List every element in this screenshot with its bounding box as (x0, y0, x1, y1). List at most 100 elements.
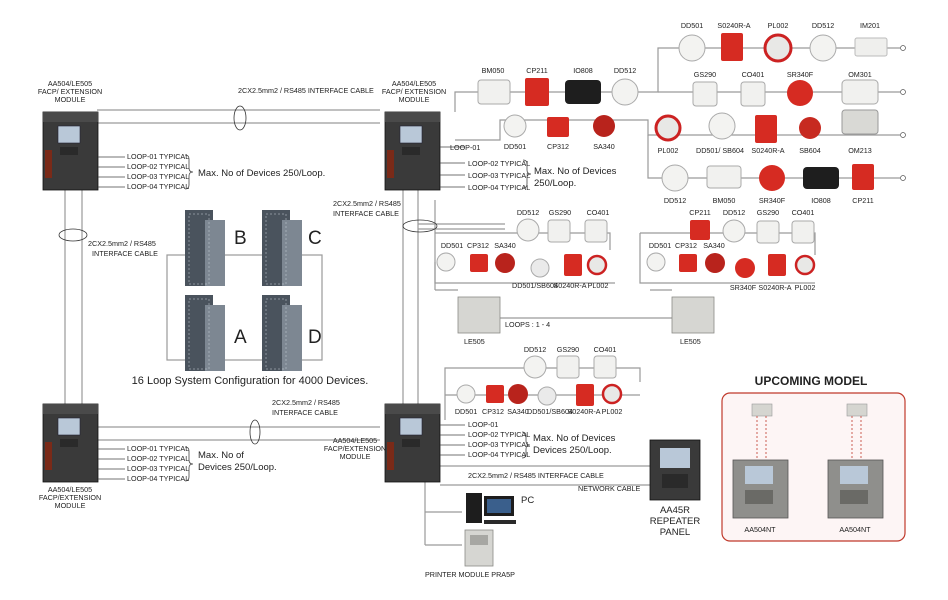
backbone-wires (64, 109, 700, 546)
loop-label: LOOP-01 TYPICAL (127, 444, 189, 453)
building-label-a: A (234, 327, 247, 348)
sounder-strobe-icon (755, 115, 777, 143)
panel-tr-sub2: MODULE (399, 95, 430, 104)
device-label: BM050 (482, 66, 505, 75)
device-label: GS290 (757, 208, 779, 217)
sounder-strobe-icon (768, 254, 786, 276)
flasher-icon (586, 254, 608, 276)
device-label: DD512 (524, 345, 546, 354)
device-label: CP312 (547, 142, 569, 151)
cable-label: 2CX2.5mm2 / RS485 (88, 239, 156, 248)
device-label: CP312 (467, 241, 489, 250)
device-label: CP211 (852, 196, 873, 205)
device-upper-left: BM050 CP211 IO808 DD512 DD501 CP312 SA34… (477, 66, 639, 151)
loop-label: LOOP-03 TYPICAL (468, 171, 530, 180)
device-label: DD501 (504, 142, 526, 151)
gas-detector-icon (556, 355, 580, 379)
device-label: DD501 (681, 21, 703, 30)
loop-label: LOOP-03 TYPICAL (468, 440, 530, 449)
pc-icon (466, 493, 516, 524)
gas-detector-icon (692, 81, 718, 107)
device-label: DD512 (664, 196, 686, 205)
device-label: DD501 (649, 241, 671, 250)
device-label: DD512 (812, 21, 834, 30)
sounder-icon (705, 253, 725, 273)
device-label: DD512 (723, 208, 745, 217)
flasher-icon (601, 383, 623, 405)
loops-bottom-left: LOOP-01 TYPICAL LOOP-02 TYPICAL LOOP-03 … (98, 444, 277, 483)
device-label: BM050 (713, 196, 736, 205)
device-row-bottom: DD512 BM050 SR340F IO808 CP211 (661, 164, 874, 205)
device-label: SA340 (494, 241, 516, 250)
smoke-detector-icon (537, 386, 557, 406)
lower-cluster-devices: DD512 GS290 CO401 DD501 CP312 SA340 DD50… (455, 345, 623, 416)
pc-label: PC (521, 495, 534, 506)
device-label: GS290 (557, 345, 579, 354)
smoke-detector-icon (661, 164, 689, 192)
panel-tl-sub1: FACP/ EXTENSION (38, 87, 102, 96)
upcoming-panels (732, 403, 884, 519)
facp-panel-bottom-left (42, 403, 99, 483)
loop-label: LOOP-04 TYPICAL (468, 450, 530, 459)
building-label-c: C (308, 228, 322, 249)
device-label: CP312 (675, 241, 697, 250)
upcoming-model-left: AA504NT (744, 525, 776, 534)
smoke-detector-icon (611, 78, 639, 106)
call-point-icon (486, 385, 504, 403)
loops-top-left: LOOP-01 TYPICAL LOOP-02 TYPICAL LOOP-03 … (98, 152, 325, 191)
cable-label: 2CX2.5mm2 / RS485 (333, 199, 401, 208)
repeater-label-3: PANEL (660, 527, 690, 538)
panel-br-sub1: FACP/EXTENSION (324, 444, 386, 453)
gas-detector-icon (756, 220, 780, 244)
repeater-panel-icon (649, 439, 701, 501)
device-label: CO401 (742, 70, 765, 79)
smoke-detector-icon (678, 34, 706, 62)
device-label: IO808 (573, 66, 593, 75)
le505-left-label: LE505 (464, 337, 485, 346)
smoke-detector-icon (722, 219, 746, 243)
building-label-d: D (308, 327, 322, 348)
device-label: DD501/ SB604 (696, 146, 744, 155)
device-label: CP211 (526, 66, 547, 75)
max-devices-label: Devices 250/Loop. (198, 462, 277, 473)
printer-label: PRINTER MODULE PRA5P (425, 570, 515, 579)
loop-label: LOOP-02 TYPICAL (127, 454, 189, 463)
sounder-strobe-icon (576, 384, 594, 406)
loop-label: LOOP-03 TYPICAL (127, 172, 189, 181)
building-label-b: B (234, 228, 247, 249)
sounder-strobe-icon (721, 33, 743, 61)
le505-left-wires (434, 232, 615, 284)
building-c (262, 210, 302, 286)
facp-panel-top-right (384, 111, 441, 191)
smoke-detector-icon (530, 258, 550, 278)
printer-module-icon (464, 529, 494, 567)
panel-tr-model: AA504/LE505 (392, 79, 436, 88)
facp-panel-bottom-right (384, 403, 441, 483)
upcoming-title: UPCOMING MODEL (755, 374, 868, 388)
input-module-icon (854, 37, 888, 57)
gas-detector-icon (547, 219, 571, 243)
panel-tr-sub1: FACP/ EXTENSION (382, 87, 446, 96)
device-label: GS290 (694, 70, 716, 79)
panel-br-sub2: MODULE (340, 452, 371, 461)
device-label: CO401 (792, 208, 815, 217)
call-point-icon (690, 220, 710, 240)
device-label: DD512 (517, 208, 539, 217)
siren-icon (735, 258, 755, 278)
le505-right-devices: CP211 DD512 GS290 CO401 DD501 CP312 SA34… (646, 208, 815, 292)
din-module-icon (841, 109, 879, 135)
panel-bl-model: AA504/LE505 (48, 485, 92, 494)
max-devices-label: Max. No of (198, 450, 244, 461)
panel-bl-sub1: FACP/EXTENSION (39, 493, 101, 502)
system-caption: 16 Loop System Configuration for 4000 De… (132, 375, 369, 387)
loops-bottom-right: LOOP-01 LOOP-02 TYPICAL LOOP-03 TYPICAL … (440, 420, 616, 459)
io-module-icon (565, 80, 601, 104)
loop-label: LOOP-02 TYPICAL (468, 430, 530, 439)
loop-label: LOOP-02 TYPICAL (468, 159, 530, 168)
loop-label: LOOP-04 TYPICAL (468, 183, 530, 192)
co-detector-icon (584, 219, 608, 243)
device-label: OM301 (848, 70, 872, 79)
loops-top-right: LOOP-01 LOOP-02 TYPICAL LOOP-03 TYPICAL … (440, 143, 617, 192)
device-label: DD501 (441, 241, 463, 250)
